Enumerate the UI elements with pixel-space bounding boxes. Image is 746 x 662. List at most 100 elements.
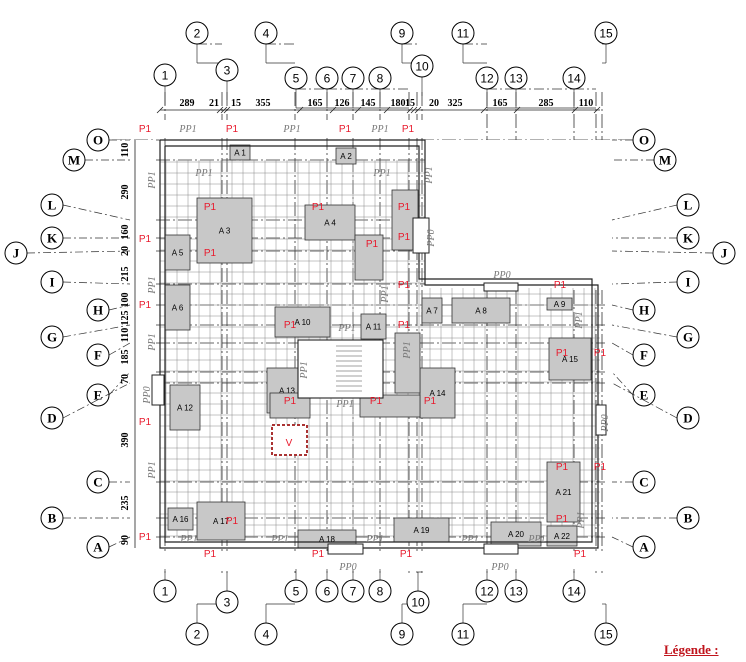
beam-label-11: PP0 xyxy=(338,562,356,573)
top-dim-tick-3 xyxy=(223,106,231,114)
axis-bubble-left-F-label: F xyxy=(94,348,102,363)
slab-zone-3 xyxy=(196,197,253,264)
beam-label-23: PP1 xyxy=(380,285,391,303)
beam-label-1: PP1 xyxy=(178,124,196,135)
top-dim-tick-6 xyxy=(354,106,362,114)
pole-label-20: P1 xyxy=(370,396,383,407)
beam-label-19: PP1 xyxy=(147,461,158,479)
beam-label-9: PP1 xyxy=(460,534,478,545)
pole-label-24: P1 xyxy=(226,516,239,527)
axis-bubble-top-10-circle xyxy=(410,54,434,78)
axis-bubble-right-H-circle xyxy=(632,298,656,322)
beam-label-13: PP1 xyxy=(337,323,355,334)
axis-bubble-right-C-circle xyxy=(632,470,656,494)
axis-bubble-bottom-5-circle xyxy=(284,579,308,603)
axis-bubble-top-6-circle xyxy=(315,66,339,90)
axis-bubble-top-2-circle xyxy=(185,21,209,45)
slab-zone-label-20: A 20 xyxy=(508,530,525,539)
slab-zone-label-13: A 13 xyxy=(279,387,296,396)
axis-bubble-top-9-circle xyxy=(390,21,414,45)
axis-bubble-top-15-label: 15 xyxy=(599,27,613,41)
pole-label-21: P1 xyxy=(424,396,437,407)
inner-wall xyxy=(164,145,593,543)
axis-bubble-left-L-label: L xyxy=(48,198,57,213)
axis-bubble-right-J-label: J xyxy=(721,246,728,261)
top-dim-tick-13 xyxy=(571,106,579,114)
axis-bubble-right-F-circle xyxy=(632,343,656,367)
leader-left-J xyxy=(26,250,131,254)
axis-bubble-top-7-circle xyxy=(341,66,365,90)
axis-bubble-right-L-label: L xyxy=(684,198,693,213)
slab-zone-label-16: A 16 xyxy=(172,515,189,524)
slab-zone-12 xyxy=(169,384,201,431)
leader-left-F xyxy=(108,342,131,356)
top-dim-tick-11 xyxy=(480,106,488,114)
axis-bubble-right-G-label: G xyxy=(683,330,693,345)
axis-bubble-bottom-1-label: 1 xyxy=(162,585,169,599)
slab-zone-19 xyxy=(393,517,450,543)
leader-right-J xyxy=(611,250,714,254)
axis-bubble-bottom-12-label: 12 xyxy=(480,585,494,599)
top-dim-tick-9 xyxy=(410,106,418,114)
beam-label-21: PP1 xyxy=(424,166,435,184)
beam-label-17: PP1 xyxy=(147,276,158,294)
axis-bubble-left-C-label: C xyxy=(93,475,102,490)
axis-bubble-top-6-label: 6 xyxy=(324,72,331,86)
balcony-bottom-2 xyxy=(483,543,519,555)
axis-bubble-bottom-5-label: 5 xyxy=(293,585,300,599)
slab-zone-label-17: A 17 xyxy=(213,517,230,526)
pole-label-6: P1 xyxy=(139,300,152,311)
axis-bubble-left-F-circle xyxy=(86,343,110,367)
axis-bubble-bottom-11-circle xyxy=(451,622,475,646)
top-dim-1: 289 xyxy=(180,98,195,109)
axis-bubble-top-11-label: 11 xyxy=(457,27,470,41)
axis-bubble-top-14-label: 14 xyxy=(567,72,581,86)
beam-label-7: PP1 xyxy=(270,534,288,545)
axis-bubble-bottom-3-circle xyxy=(215,590,239,614)
left-dim-6: 100 xyxy=(120,293,131,308)
axis-bubble-right-L-circle xyxy=(676,193,700,217)
slab-zone-label-10: A 10 xyxy=(294,318,311,327)
top-dim-10: 20 xyxy=(429,98,439,109)
shaded-block-1 xyxy=(354,234,384,281)
axis-bubble-left-L-circle xyxy=(40,193,64,217)
margin-right-mask xyxy=(605,288,645,548)
beam-label-6: PP1 xyxy=(179,534,197,545)
axis-bubble-bottom-14-circle xyxy=(562,579,586,603)
axis-bubble-right-A-label: A xyxy=(639,540,649,555)
top-dim-3: 15 xyxy=(231,98,241,109)
axis-bubble-left-J-circle xyxy=(4,241,28,265)
beam-label-2: PP1 xyxy=(282,124,300,135)
beam-label-28: PP1 xyxy=(299,361,310,379)
pole-label-29: P1 xyxy=(556,462,569,473)
axis-bubble-left-E-label: E xyxy=(94,388,103,403)
axis-bubble-bottom-10-circle xyxy=(406,590,430,614)
axis-bubble-left-E-circle xyxy=(86,383,110,407)
beam-label-12: PP0 xyxy=(490,562,508,573)
axis-bubble-right-M-label: M xyxy=(659,153,671,168)
beam-label-3: PP1 xyxy=(370,124,388,135)
pole-label-12: P1 xyxy=(398,202,411,213)
pole-label-31: P1 xyxy=(594,462,607,473)
top-dim-8: 180 xyxy=(391,98,406,109)
axis-bubble-top-14-circle xyxy=(562,66,586,90)
top-dim-12: 165 xyxy=(493,98,508,109)
axis-bubble-right-O-label: O xyxy=(639,133,649,148)
axis-bubble-bottom-4-label: 4 xyxy=(263,628,270,642)
slab-zone-5 xyxy=(164,234,191,271)
axis-bubble-bottom-1-circle xyxy=(153,579,177,603)
axis-bubble-right-A-circle xyxy=(632,535,656,559)
walls: V xyxy=(151,139,607,555)
axis-bubble-left-D-label: D xyxy=(47,411,56,426)
top-dim-tick-14 xyxy=(593,106,601,114)
axis-bubble-top-5-label: 5 xyxy=(293,72,300,86)
beam-label-22: PP0 xyxy=(426,229,437,247)
axis-bubble-bottom-8-circle xyxy=(368,579,392,603)
left-dim-1: 110 xyxy=(120,143,131,157)
axis-bubble-bottom-2-circle xyxy=(185,622,209,646)
leader-right-G xyxy=(611,324,678,338)
slab-zone-label-19: A 19 xyxy=(413,526,430,535)
left-dim-12: 235 xyxy=(120,496,131,511)
balcony-top xyxy=(483,282,519,292)
